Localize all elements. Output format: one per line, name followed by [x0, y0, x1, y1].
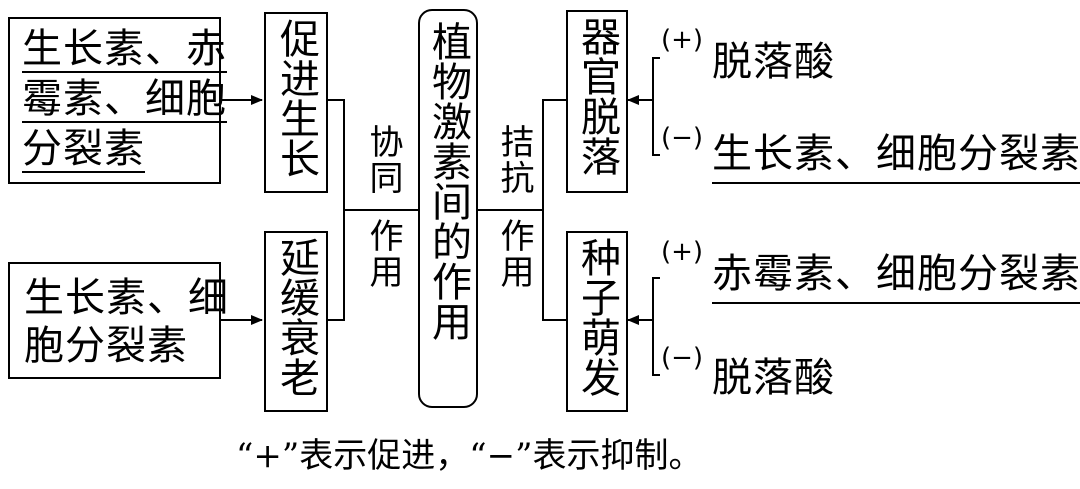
organ-shedding-label: 器官脱落	[574, 16, 620, 176]
seed-germination-label: 种子萌发	[574, 237, 620, 397]
delay-aging-box: 延缓衰老	[264, 231, 328, 412]
antagonism-action-label: 作用	[494, 218, 534, 290]
promote-source-box: 生长素、赤 霉素、细胞 分裂素	[8, 17, 227, 184]
shedding-plus-text: 脱落酸	[712, 39, 835, 85]
promote-source-line-2: 霉素、细胞	[22, 76, 227, 123]
shedding-bracket	[652, 57, 660, 156]
promote-growth-box: 促进生长	[264, 12, 328, 193]
footnote: “+”表示促进，“−”表示抑制。	[236, 436, 703, 476]
delay-source-box: 生长素、细 胞分裂素	[8, 262, 228, 379]
germination-minus-text: 脱落酸	[712, 355, 835, 401]
antagonism-bracket	[542, 99, 566, 321]
promote-source-line-1: 生长素、赤	[22, 26, 227, 73]
delay-aging-label: 延缓衰老	[273, 237, 319, 397]
shedding-plus-sign: (+)	[661, 25, 704, 55]
promote-growth-label: 促进生长	[273, 18, 319, 178]
delay-source-line-1: 生长素、细	[24, 275, 229, 321]
antagonism-label: 拮抗	[494, 124, 534, 196]
germination-minus-sign: (−)	[661, 343, 704, 373]
seed-germination-box: 种子萌发	[566, 231, 628, 412]
shedding-minus-sign: (−)	[661, 123, 704, 153]
synergy-label: 协同	[363, 124, 403, 196]
center-title-box: 植物激素间的作用	[418, 9, 478, 408]
synergy-action-label: 作用	[363, 218, 403, 290]
delay-source-line-2: 胞分裂素	[24, 323, 188, 369]
shedding-minus-text: 生长素、细胞分裂素	[712, 132, 1080, 184]
germination-bracket	[652, 277, 660, 376]
center-title: 植物激素间的作用	[425, 21, 471, 341]
synergy-bracket	[328, 99, 345, 321]
organ-shedding-box: 器官脱落	[566, 10, 628, 193]
germination-plus-sign: (+)	[661, 237, 704, 267]
germination-plus-text: 赤霉素、细胞分裂素	[712, 252, 1080, 304]
promote-source-line-3: 分裂素	[22, 126, 145, 173]
